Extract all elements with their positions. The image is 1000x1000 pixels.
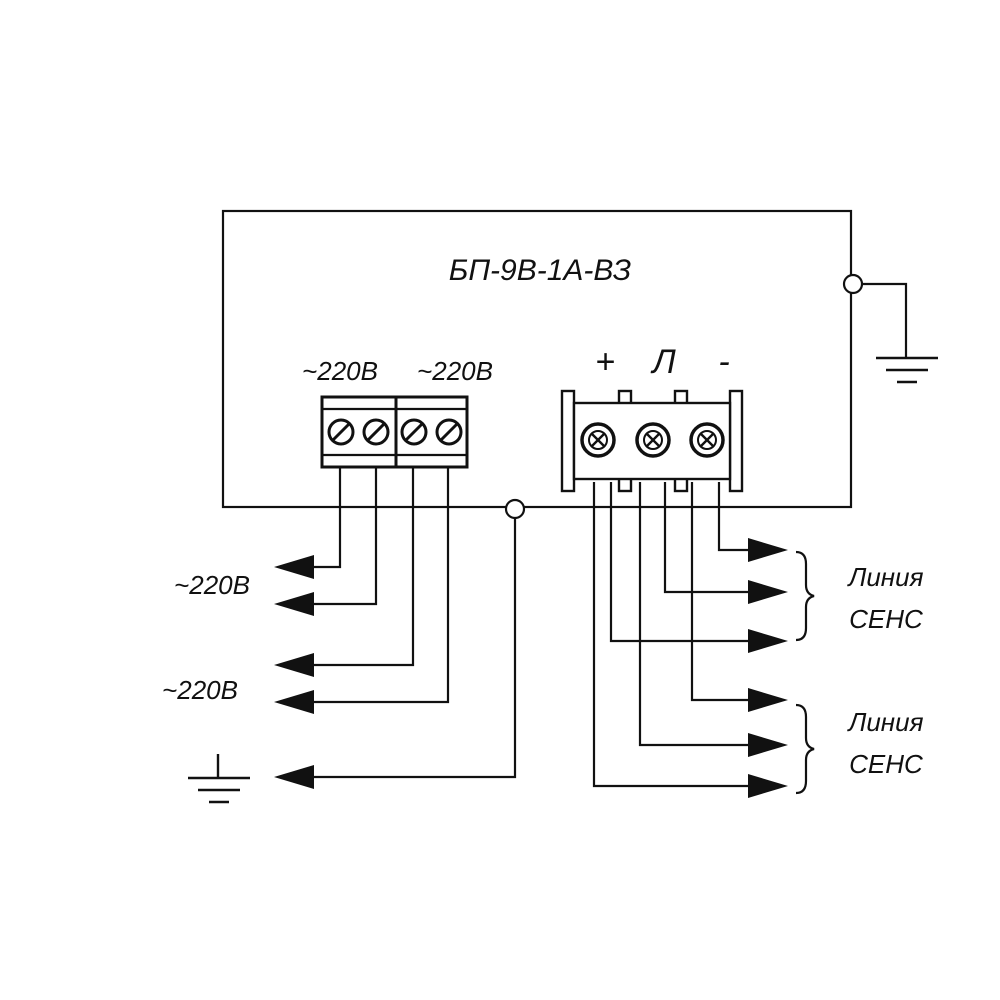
ground-terminal xyxy=(842,273,864,295)
brace-icon xyxy=(795,703,815,795)
brace-icon xyxy=(795,550,815,642)
device-housing xyxy=(221,209,853,509)
screw-icon xyxy=(400,418,428,446)
device-title: БП-9В-1А-ВЗ xyxy=(449,254,631,287)
sens-line-1-label-bottom: СЕНС xyxy=(849,604,923,634)
dc-terminal-block xyxy=(560,389,744,493)
sens-line-1-label-top: Линия xyxy=(847,562,924,592)
sens-line-2-label-top: Линия xyxy=(847,707,924,737)
arrow-icon xyxy=(274,690,314,714)
arrow-icon xyxy=(274,765,314,789)
arrow-icon xyxy=(748,538,788,562)
ac-block-label-right: ~220В xyxy=(417,356,493,386)
ac-wires xyxy=(312,467,517,779)
ac-output-1-label: ~220В xyxy=(174,570,250,600)
arrow-icon xyxy=(748,580,788,604)
arrow-icon xyxy=(748,688,788,712)
dc-line-label: Л xyxy=(650,343,676,381)
dc-plus-label: + xyxy=(595,343,615,381)
screw-icon xyxy=(689,422,725,458)
arrow-icon xyxy=(274,592,314,616)
arrow-icon xyxy=(748,629,788,653)
ac-block-label-left: ~220В xyxy=(302,356,378,386)
dc-minus-label: - xyxy=(718,343,729,381)
arrow-icon xyxy=(274,653,314,677)
arrow-icon xyxy=(748,733,788,757)
ac-output-2-label: ~220В xyxy=(162,675,238,705)
arrow-icon xyxy=(748,774,788,798)
sensor-wires xyxy=(592,482,752,788)
screw-icon xyxy=(362,418,390,446)
screw-icon xyxy=(635,422,671,458)
screw-icon xyxy=(327,418,355,446)
sens-line-2-label-bottom: СЕНС xyxy=(849,749,923,779)
screw-icon xyxy=(435,418,463,446)
ground-icon xyxy=(188,754,250,804)
housing-ground-connection xyxy=(842,273,938,384)
arrow-icon xyxy=(274,555,314,579)
ac-terminal-block xyxy=(320,395,469,469)
ground-icon xyxy=(876,356,938,384)
screw-icon xyxy=(580,422,616,458)
housing-bottom-terminal xyxy=(504,498,526,520)
